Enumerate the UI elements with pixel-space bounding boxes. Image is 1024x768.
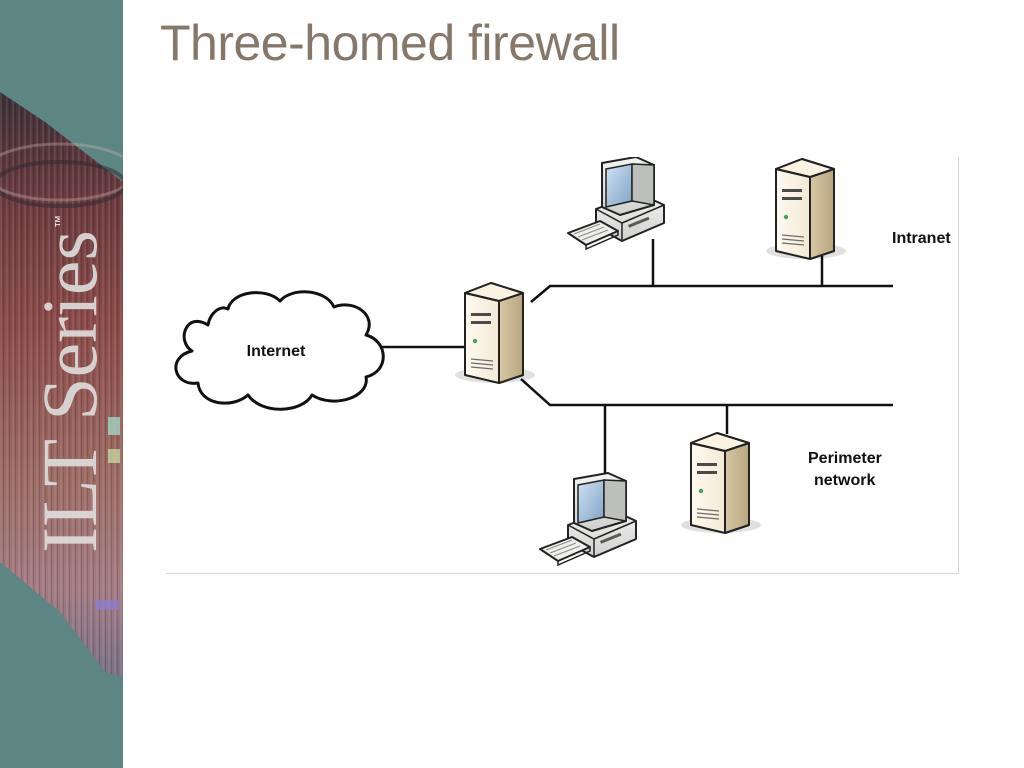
- perimeter-workstation-icon: [539, 472, 637, 566]
- firewall-server-icon: [454, 282, 536, 384]
- internet-cloud: Internet: [174, 290, 385, 411]
- perimeter-label-line2: network: [814, 472, 875, 489]
- ilt-series-logo: ILT Series ™: [26, 215, 113, 553]
- svg-text:ILT Series: ILT Series: [26, 230, 113, 553]
- intranet-server-icon: [765, 158, 847, 260]
- internet-label: Internet: [247, 343, 306, 360]
- sidebar-decorative-band: [0, 92, 123, 677]
- network-diagram: Internet Intranet Perimeter network: [174, 157, 951, 566]
- link-firewall-perimeter: [520, 378, 893, 407]
- sidebar: ILT Series ™: [0, 0, 123, 768]
- intranet-label: Intranet: [892, 230, 951, 247]
- diagram-frame: Internet Intranet Perimeter network: [166, 157, 959, 574]
- link-firewall-intranet: [530, 284, 893, 303]
- intranet-workstation-icon: [567, 157, 665, 250]
- perimeter-server-icon: [680, 432, 762, 534]
- slide-title: Three-homed firewall: [160, 15, 620, 71]
- perimeter-label-line1: Perimeter: [808, 450, 882, 467]
- svg-text:™: ™: [52, 215, 67, 228]
